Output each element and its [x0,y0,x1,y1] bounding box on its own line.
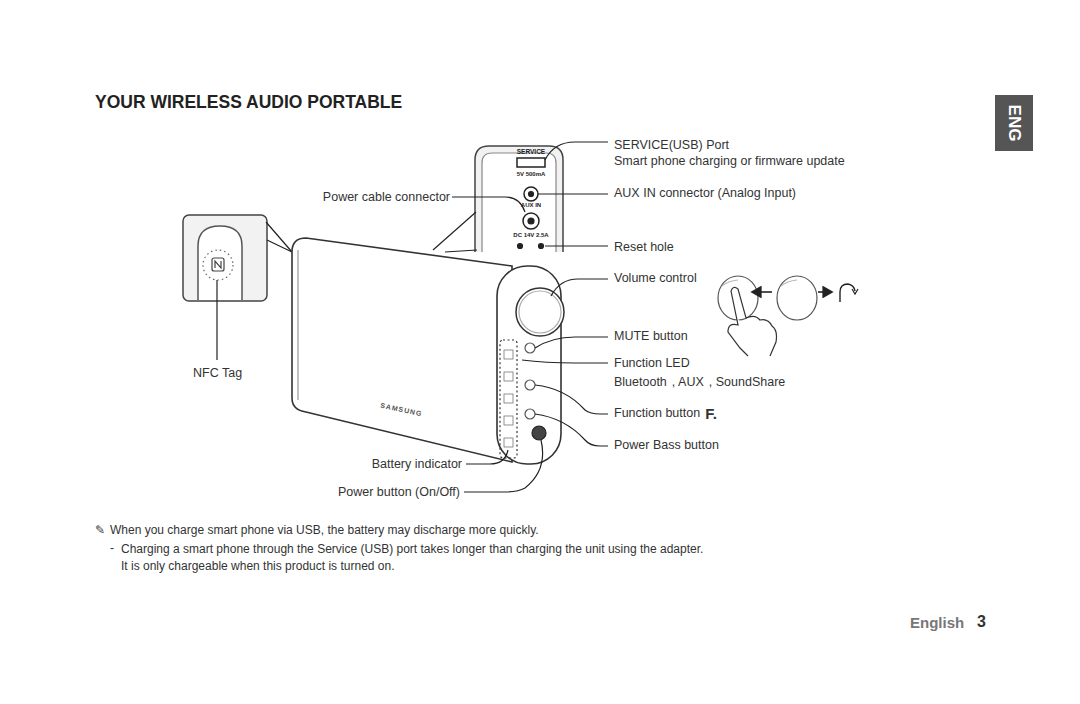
page-title: YOUR WIRELESS AUDIO PORTABLE [95,92,402,112]
note-mark: ✎ [95,523,105,538]
page-language: English [910,614,964,632]
callout-label: AUX IN connector (Analog Input) [614,186,796,201]
callout-label: Reset hole [614,240,674,255]
label-row: Bluetooth , AUX , SoundShare [614,375,790,390]
brand-logo: SAMSUNG [380,401,424,419]
port-marking: AUX IN [521,201,541,209]
callout-label: Power cable connector [323,190,450,205]
note-dash: - [110,541,114,556]
tab-label: ENG [1004,105,1024,142]
note-text: Charging a smart phone through the Servi… [121,541,711,575]
callout-label: NFC Tag [193,366,242,381]
callout-label: Battery indicator [372,457,462,472]
label-row: MUTE button [614,329,693,344]
callout-label: Function button [614,406,700,421]
function-symbol: F. [705,406,717,421]
label-row: Function button F. [614,406,717,421]
port-marking: 5V 500mA [517,170,546,178]
page-number: 3 [977,613,986,631]
label-row: Power Bass button [614,438,724,453]
callout-label: Function LED [614,356,690,371]
callout-label: Power button (On/Off) [338,485,460,500]
callout-label: SERVICE(USB) Port [614,138,729,153]
callout-label: Volume control [614,271,697,286]
language-tab: ENG [995,95,1033,151]
callout-label: , AUX [672,375,704,390]
port-marking: SERVICE [517,148,545,156]
callout-label: Power Bass button [614,438,719,453]
callout-label: Bluetooth [614,375,667,390]
callout-label: MUTE button [614,329,688,344]
callout-label: Smart phone charging or firmware update [614,154,845,169]
note-text: When you charge smart phone via USB, the… [110,523,539,538]
callout-label: , SoundShare [709,375,785,390]
port-marking: DC 14V 2.5A [513,231,548,239]
